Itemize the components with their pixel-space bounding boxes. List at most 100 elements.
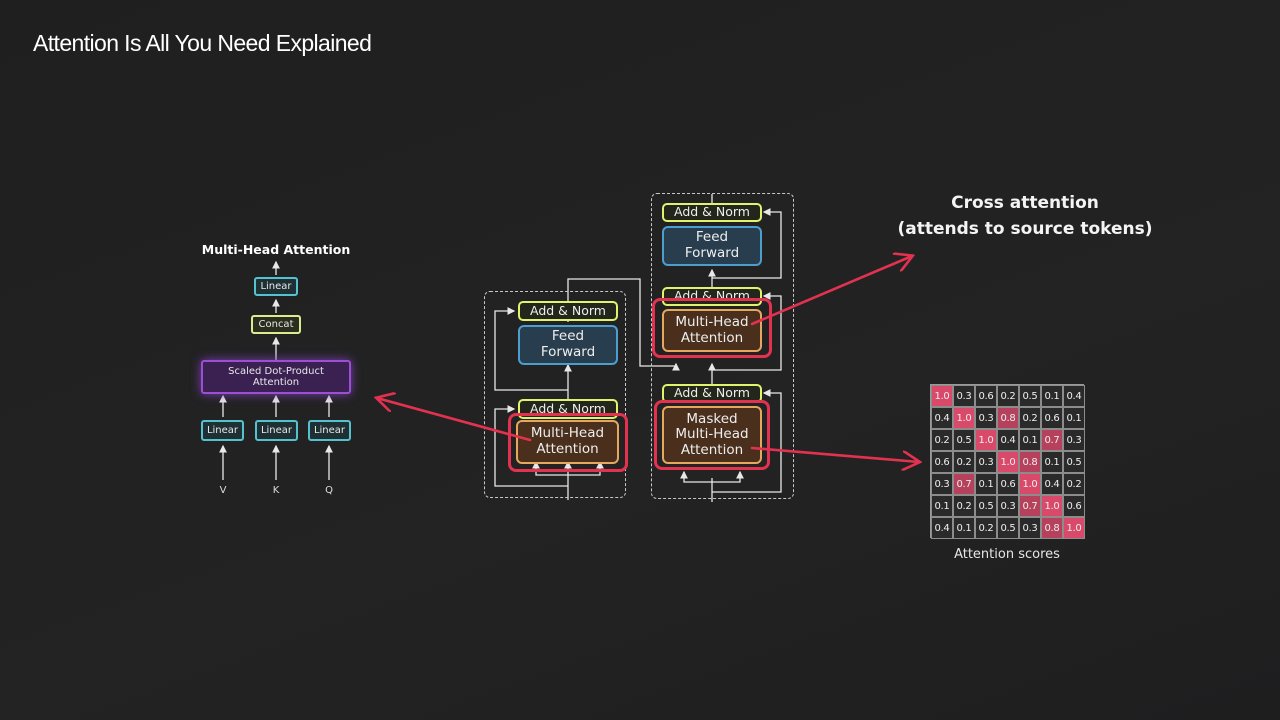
decoder-cross-attention: Multi-Head Attention: [662, 309, 762, 352]
decoder-add-norm-top-label: Add & Norm: [674, 204, 750, 220]
decoder-masked-attention: Masked Multi-Head Attention: [662, 406, 762, 464]
score-cell: 0.5: [975, 495, 997, 517]
mha-sdpa-label-1: Scaled Dot-Product: [228, 365, 324, 377]
page-title: Attention Is All You Need Explained: [33, 30, 372, 56]
score-cell: 0.3: [1063, 429, 1085, 451]
score-cell: 0.3: [975, 451, 997, 473]
score-cell: 0.6: [997, 473, 1019, 495]
score-cell: 0.4: [1041, 473, 1063, 495]
score-cell: 0.1: [1063, 407, 1085, 429]
score-cell: 0.2: [997, 385, 1019, 407]
score-cell: 0.6: [1063, 495, 1085, 517]
decoder-block: [651, 193, 794, 499]
mha-linear-k-label: Linear: [260, 424, 293, 436]
score-cell: 0.6: [975, 385, 997, 407]
encoder-add-norm-bottom-label: Add & Norm: [530, 400, 606, 416]
mha-diagram-title: Multi-Head Attention: [201, 242, 351, 257]
score-cell: 1.0: [931, 385, 953, 407]
encoder-mha-label-1: Multi-Head: [530, 425, 605, 442]
encoder-attention-highlight: [508, 413, 628, 472]
decoder-masked-label-2: Multi-Head: [675, 426, 749, 443]
score-cell: 0.7: [953, 473, 975, 495]
score-cell: 0.1: [931, 495, 953, 517]
encoder-block: [484, 291, 626, 498]
cross-attention-line-1: Cross attention: [951, 193, 1099, 213]
score-cell: 0.7: [1019, 495, 1041, 517]
score-cell: 0.2: [953, 495, 975, 517]
cross-attention-label: Cross attention (attends to source token…: [890, 190, 1160, 242]
score-cell: 0.1: [1019, 429, 1041, 451]
encoder-ff-label-2: Forward: [540, 344, 596, 360]
score-cell: 1.0: [997, 451, 1019, 473]
mha-linear-output: Linear: [254, 277, 298, 296]
score-cell: 0.5: [953, 429, 975, 451]
mha-sdpa-label-2: Attention: [252, 377, 300, 388]
score-cell: 0.1: [1041, 385, 1063, 407]
mha-linear-output-label: Linear: [260, 280, 292, 292]
score-cell: 1.0: [1041, 495, 1063, 517]
decoder-feed-forward: Feed Forward: [662, 226, 762, 266]
decoder-ff-label-2: Forward: [684, 245, 740, 261]
cross-attention-line-2: (attends to source tokens): [897, 219, 1153, 239]
score-cell: 0.3: [1019, 517, 1041, 539]
score-cell: 0.4: [931, 407, 953, 429]
encoder-add-norm-top-label: Add & Norm: [530, 302, 606, 318]
score-cell: 0.1: [953, 517, 975, 539]
mha-concat-label: Concat: [258, 318, 294, 330]
score-cell: 0.5: [1019, 385, 1041, 407]
decoder-add-norm-bottom-label: Add & Norm: [674, 385, 750, 401]
score-cell: 0.2: [1063, 473, 1085, 495]
score-cell: 0.8: [1019, 451, 1041, 473]
decoder-cross-label-2: Attention: [680, 329, 744, 346]
score-cell: 0.5: [1063, 451, 1085, 473]
score-cell: 1.0: [1019, 473, 1041, 495]
score-cell: 1.0: [1063, 517, 1085, 539]
attention-scores-caption: Attention scores: [954, 547, 1060, 562]
mha-linear-v: Linear: [201, 420, 244, 441]
score-cell: 0.3: [953, 385, 975, 407]
score-cell: 0.2: [975, 517, 997, 539]
decoder-cross-label-1: Multi-Head: [675, 313, 749, 330]
score-cell: 0.3: [931, 473, 953, 495]
encoder-ff-label-1: Feed: [551, 328, 585, 345]
score-cell: 0.6: [931, 451, 953, 473]
mha-linear-q-label: Linear: [313, 424, 346, 436]
mha-input-q: Q: [325, 485, 333, 496]
mha-input-k: K: [272, 485, 280, 496]
score-cell: 0.1: [975, 473, 997, 495]
score-cell: 0.8: [997, 407, 1019, 429]
score-cell: 0.3: [975, 407, 997, 429]
decoder-ff-label-1: Feed: [695, 229, 729, 246]
score-cell: 0.2: [953, 451, 975, 473]
encoder-mha-label-2: Attention: [536, 441, 599, 457]
mha-input-v: V: [219, 485, 227, 496]
encoder-feed-forward: Feed Forward: [518, 325, 618, 365]
encoder-add-norm-top: Add & Norm: [518, 301, 618, 321]
score-cell: 1.0: [953, 407, 975, 429]
score-cell: 0.7: [1041, 429, 1063, 451]
mha-linear-v-label: Linear: [206, 424, 239, 436]
mha-linear-k: Linear: [255, 420, 298, 441]
score-cell: 1.0: [975, 429, 997, 451]
score-cell: 0.4: [931, 517, 953, 539]
decoder-add-norm-bottom: Add & Norm: [662, 384, 762, 403]
score-cell: 0.2: [931, 429, 953, 451]
decoder-cross-attention-highlight: [652, 298, 772, 358]
score-cell: 0.8: [1041, 517, 1063, 539]
score-cell: 0.6: [1041, 407, 1063, 429]
mha-concat: Concat: [251, 315, 301, 334]
score-cell: 0.2: [1019, 407, 1041, 429]
decoder-masked-label-1: Masked: [686, 410, 738, 427]
score-cell: 0.5: [997, 517, 1019, 539]
score-cell: 0.3: [997, 495, 1019, 517]
decoder-masked-attention-highlight: [654, 400, 770, 470]
score-cell: 0.4: [1063, 385, 1085, 407]
score-cell: 0.1: [1041, 451, 1063, 473]
encoder-multi-head-attention: Multi-Head Attention: [516, 420, 619, 464]
mha-linear-q: Linear: [308, 420, 351, 441]
mha-scaled-dot-product: Scaled Dot-Product Attention: [201, 360, 351, 394]
score-cell: 0.4: [997, 429, 1019, 451]
decoder-add-norm-top: Add & Norm: [662, 203, 762, 222]
